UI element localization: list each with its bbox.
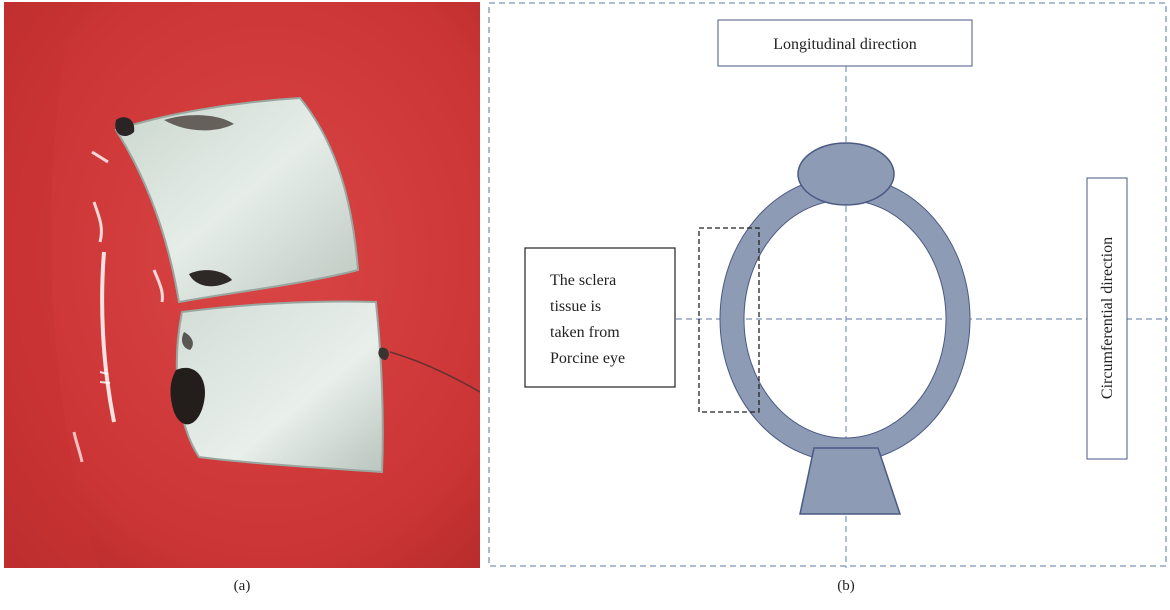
direction-diagram-panel: Longitudinal direction Circumferential d… [488, 2, 1168, 568]
direction-diagram: Longitudinal direction Circumferential d… [488, 2, 1168, 568]
panel-a-caption: (a) [212, 578, 272, 595]
cornea-shape [798, 143, 894, 205]
sclera-note-line: tissue is [550, 298, 601, 315]
sclera-photo-panel [4, 2, 480, 568]
lower-tissue-sample [177, 301, 383, 472]
sclera-note-line: Porcine eye [550, 350, 625, 367]
eye-ring-fill [732, 188, 958, 450]
circumferential-label: Circumferential direction [1099, 237, 1116, 399]
sclera-photo [4, 2, 480, 568]
sclera-note-line: taken from [550, 324, 620, 341]
sclera-note-line: The sclera [550, 272, 616, 289]
panel-b-caption: (b) [816, 578, 876, 595]
longitudinal-label: Longitudinal direction [773, 36, 917, 53]
optic-nerve-shape [800, 448, 900, 514]
